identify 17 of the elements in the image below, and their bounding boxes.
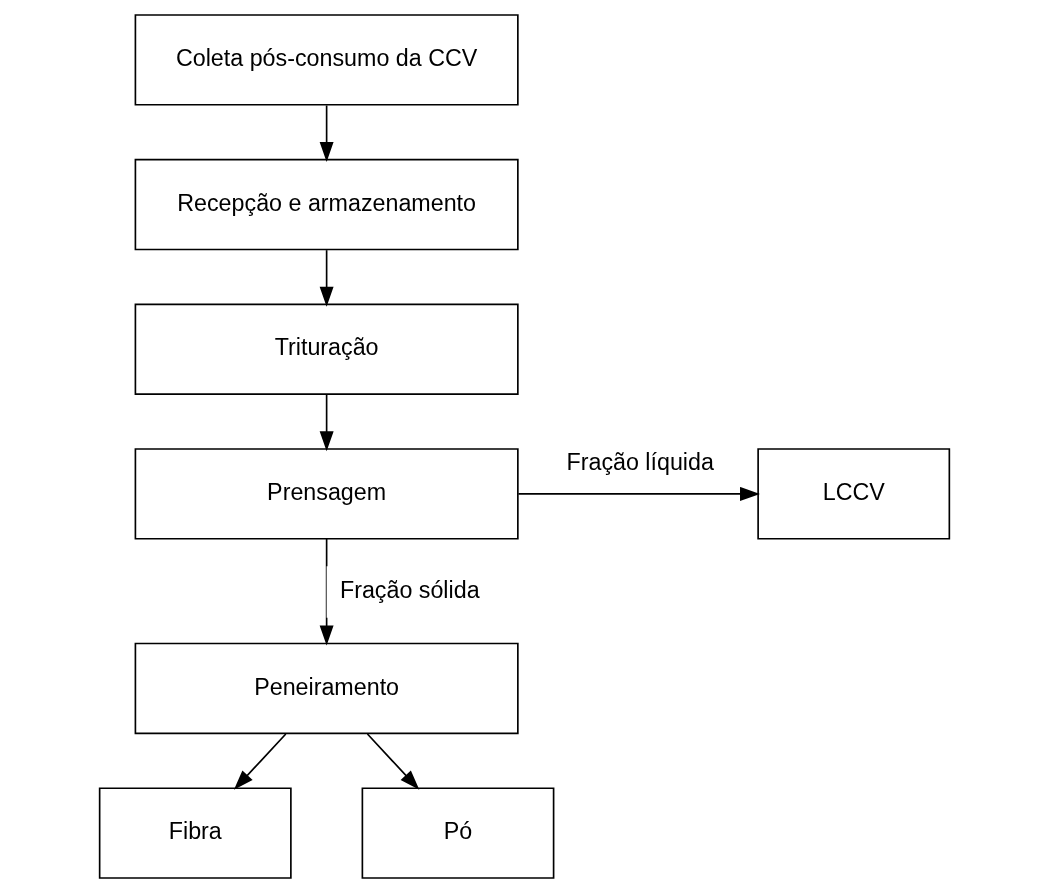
arrow	[366, 733, 419, 790]
node-box: Fibra	[98, 787, 292, 879]
node-box: LCCV	[756, 448, 950, 540]
node-box: Peneiramento	[134, 642, 519, 735]
arrow	[319, 104, 334, 162]
arrow	[517, 486, 760, 501]
node-box: Trituração	[134, 303, 519, 395]
edge-label: Fração sólida	[339, 577, 480, 604]
node-box: Prensagem	[134, 448, 519, 540]
arrow	[319, 394, 334, 452]
node-box: Coleta pós-consumo da CCV	[134, 14, 519, 106]
arrow	[319, 538, 334, 646]
edge-label: Fração líquida	[565, 449, 714, 476]
node-box: Recepção e armazenamento	[134, 158, 519, 251]
arrow	[319, 249, 334, 307]
arrow	[233, 733, 287, 790]
node-box: Pó	[361, 787, 554, 879]
